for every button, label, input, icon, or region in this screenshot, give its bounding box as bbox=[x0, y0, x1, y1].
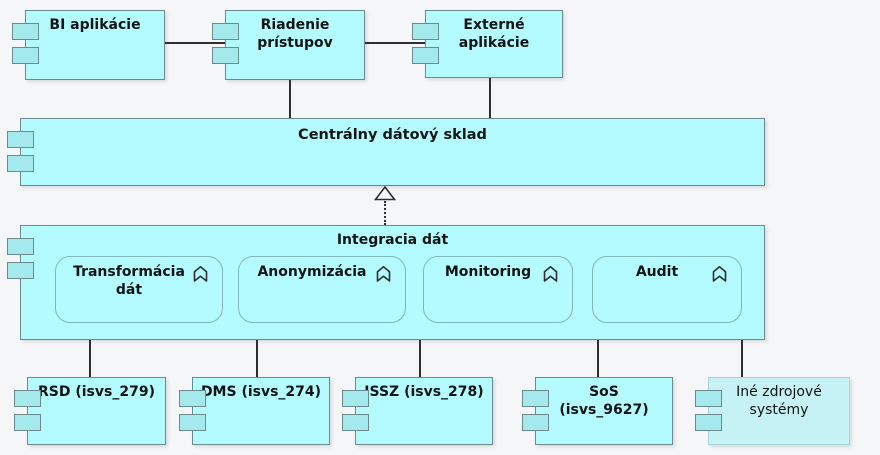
function-transformacia-dat[interactable]: Transformácia dát bbox=[55, 256, 223, 323]
component-icon bbox=[7, 119, 35, 185]
connector-integracia-sos bbox=[597, 340, 599, 377]
component-label: Externé aplikácie bbox=[458, 17, 530, 51]
function-chevron-icon bbox=[541, 265, 560, 287]
component-rsd[interactable]: RSD (isvs_279) bbox=[14, 377, 166, 445]
connector-riadenie-externe bbox=[365, 42, 425, 44]
function-audit[interactable]: Audit bbox=[592, 256, 742, 323]
component-centralny-datovy-sklad[interactable]: Centrálny dátový sklad bbox=[7, 118, 765, 186]
function-label: Monitoring bbox=[444, 264, 532, 280]
component-sos[interactable]: SoS (isvs_9627) bbox=[522, 377, 673, 445]
realization-arrowhead bbox=[373, 185, 397, 205]
component-label: Centrálny dátový sklad bbox=[298, 127, 487, 143]
component-externe-aplikacie[interactable]: Externé aplikácie bbox=[412, 10, 563, 78]
component-label: Iné zdrojové systémy bbox=[736, 384, 822, 418]
component-label: DMS (isvs_274) bbox=[200, 384, 322, 400]
function-monitoring[interactable]: Monitoring bbox=[423, 256, 573, 323]
component-label: BI aplikácie bbox=[49, 17, 141, 33]
connector-bi-riadenie bbox=[165, 42, 225, 44]
function-anonymizacia[interactable]: Anonymizácia bbox=[238, 256, 406, 323]
function-label: Anonymizácia bbox=[257, 264, 367, 280]
connector-integracia-ine bbox=[741, 340, 743, 377]
function-chevron-icon bbox=[710, 265, 729, 287]
component-label: Integracia dát bbox=[336, 232, 449, 248]
connector-integracia-issz bbox=[419, 340, 421, 377]
component-label: RSD (isvs_279) bbox=[38, 384, 155, 400]
function-label: Transformácia dát bbox=[73, 264, 185, 299]
connector-riadenie-central bbox=[289, 80, 291, 118]
component-icon bbox=[522, 378, 550, 444]
component-issz[interactable]: ISSZ (isvs_278) bbox=[342, 377, 493, 445]
connector-externe-central bbox=[489, 78, 491, 118]
component-icon bbox=[412, 11, 440, 77]
component-dms[interactable]: DMS (isvs_274) bbox=[179, 377, 330, 445]
realization-dotted-line bbox=[384, 201, 386, 225]
function-label: Audit bbox=[635, 264, 679, 280]
connector-integracia-rsd bbox=[89, 340, 91, 377]
function-chevron-icon bbox=[191, 265, 210, 287]
component-icon bbox=[12, 11, 40, 79]
component-label: ISSZ (isvs_278) bbox=[364, 384, 484, 400]
component-riadenie-pristupov[interactable]: Riadenie prístupov bbox=[212, 10, 365, 80]
component-icon bbox=[7, 226, 35, 339]
component-label: SoS (isvs_9627) bbox=[559, 384, 649, 418]
component-ine-zdrojove-systemy[interactable]: Iné zdrojové systémy bbox=[695, 377, 850, 445]
function-chevron-icon bbox=[374, 265, 393, 287]
component-bi-aplikacie[interactable]: BI aplikácie bbox=[12, 10, 165, 80]
connector-integracia-dms bbox=[256, 340, 258, 377]
component-label: Riadenie prístupov bbox=[257, 17, 333, 51]
